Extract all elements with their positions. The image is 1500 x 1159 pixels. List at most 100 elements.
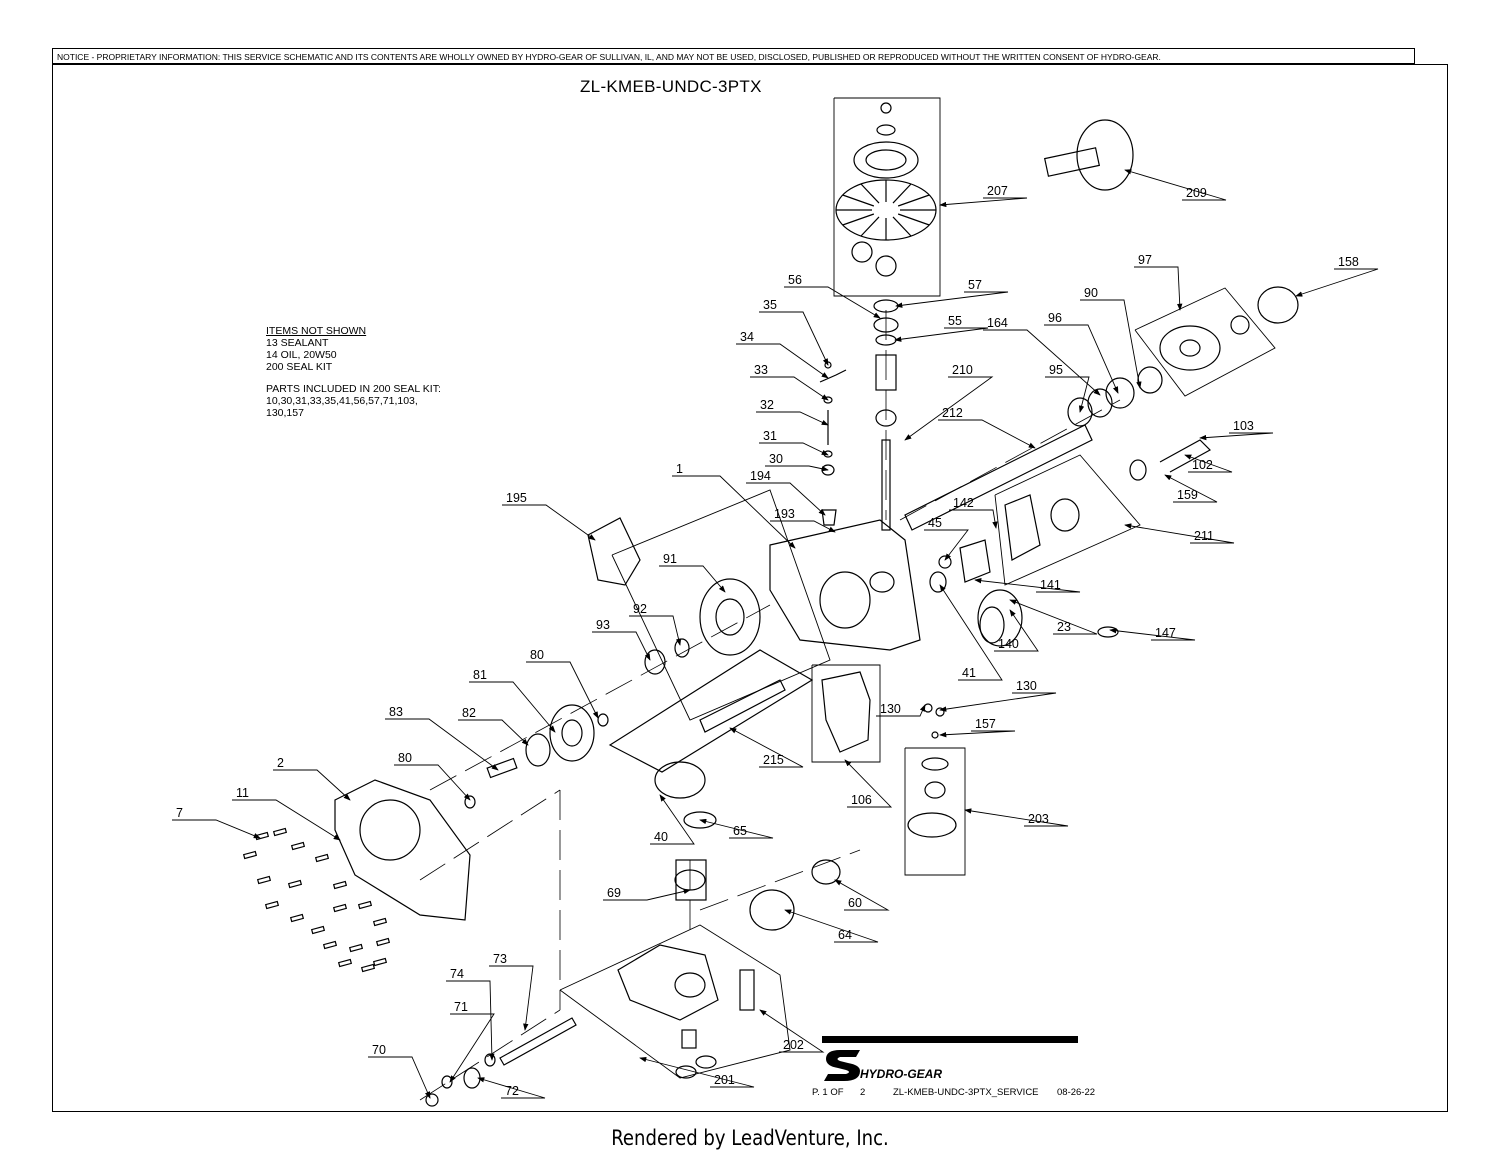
callout-11: 11: [236, 786, 249, 800]
gear-part: [463, 1067, 481, 1089]
bearing-part: [1067, 397, 1093, 427]
callout-142: 142: [953, 496, 974, 510]
logo-s-mark: [824, 1050, 860, 1081]
bearing-part: [644, 649, 666, 675]
fan-blade-part: [860, 216, 880, 237]
box-106-guard: [811, 664, 881, 763]
callout-212: 212: [942, 406, 963, 420]
fan-blade-part: [897, 194, 930, 207]
leader-60: [834, 879, 890, 911]
callout-141: 141: [1040, 578, 1061, 592]
leader-2: [273, 769, 351, 801]
leader-102: [1184, 454, 1233, 473]
drawing-title: ZL-KMEB-UNDC-3PTX: [580, 77, 762, 96]
filter-face-part: [979, 606, 1005, 644]
callout-41: 41: [962, 666, 976, 680]
valve-part: [924, 781, 946, 799]
seal-part: [695, 1055, 717, 1069]
end-cover-part: [334, 779, 471, 921]
leader-140: [994, 609, 1039, 652]
bolt-part: [272, 827, 288, 837]
callout-45: 45: [928, 516, 942, 530]
callout-209: 209: [1186, 186, 1207, 200]
leader-96: [1044, 324, 1119, 394]
callout-34: 34: [740, 330, 754, 344]
leader-23: [1009, 599, 1098, 635]
leader-32: [756, 411, 829, 426]
guard-part: [821, 671, 871, 753]
washer-part: [464, 795, 476, 809]
leader-1: [672, 475, 796, 549]
page-total: 2: [860, 1087, 866, 1098]
callout-80: 80: [398, 751, 412, 765]
callout-140: 140: [998, 637, 1019, 651]
leader-64: [784, 909, 879, 943]
leader-57: [895, 291, 1009, 308]
hydro-gear-logo: HYDRO-GEAR: [822, 1036, 1078, 1081]
hub-center-part: [1179, 339, 1201, 357]
block-part: [654, 761, 706, 799]
proprietary-notice: NOTICE - PROPRIETARY INFORMATION: THIS S…: [52, 48, 1415, 64]
leader-202: [759, 1009, 825, 1053]
leader-103: [1199, 432, 1274, 441]
leader-201: [639, 1056, 755, 1088]
leader-215: [729, 727, 804, 768]
end-cover-face-part: [359, 799, 421, 861]
filter-part: [977, 589, 1023, 647]
leader-194: [746, 482, 826, 516]
leader-209: [1124, 169, 1227, 201]
callout-164: 164: [987, 316, 1008, 330]
callout-102: 102: [1192, 458, 1213, 472]
leader-65: [699, 818, 774, 839]
bearing-part: [1105, 377, 1135, 409]
callout-80: 80: [530, 648, 544, 662]
callout-65: 65: [733, 824, 747, 838]
callout-81: 81: [473, 668, 487, 682]
pump-cylinder-part: [675, 859, 707, 901]
callout-40: 40: [654, 830, 668, 844]
leader-35: [759, 311, 829, 366]
callout-91: 91: [663, 552, 677, 566]
bolt-part: [332, 903, 348, 913]
leader-97: [1134, 266, 1183, 311]
bolt-part: [360, 963, 376, 973]
bolt-part: [310, 925, 326, 935]
brake-bracket-part: [1004, 494, 1041, 561]
callout-82: 82: [462, 706, 476, 720]
bull-gear-hub-part: [715, 598, 745, 636]
idler-shaft-part: [699, 679, 786, 733]
leader-lines: [172, 169, 1379, 1099]
bolt-part: [372, 917, 388, 927]
gear-part: [875, 255, 897, 277]
leader-203: [964, 808, 1069, 827]
seal-part: [929, 571, 947, 593]
callout-73: 73: [493, 952, 507, 966]
leader-31: [759, 442, 829, 456]
callout-74: 74: [450, 967, 464, 981]
bolt-part: [242, 850, 258, 860]
callout-35: 35: [763, 298, 777, 312]
logo-text: HYDRO-GEAR: [860, 1067, 942, 1081]
drawing-frame: [52, 64, 1448, 1112]
bolt-part: [290, 841, 306, 851]
parts-drawing: [242, 102, 1299, 1107]
callout-93: 93: [596, 618, 610, 632]
callout-90: 90: [1084, 286, 1098, 300]
callout-32: 32: [760, 398, 774, 412]
seal-part: [811, 859, 841, 885]
bolt-part: [314, 853, 330, 863]
hub-part: [1159, 325, 1221, 371]
bracket-part: [959, 539, 991, 583]
callout-70: 70: [372, 1043, 386, 1057]
gear-part: [851, 241, 873, 263]
input-shaft-part: [881, 439, 891, 531]
motor-cylinder-part: [749, 889, 795, 931]
callout-103: 103: [1233, 419, 1254, 433]
callout-92: 92: [633, 602, 647, 616]
callout-215: 215: [763, 753, 784, 767]
arm-part: [819, 369, 847, 383]
callout-30: 30: [769, 452, 783, 466]
callout-23: 23: [1057, 620, 1071, 634]
